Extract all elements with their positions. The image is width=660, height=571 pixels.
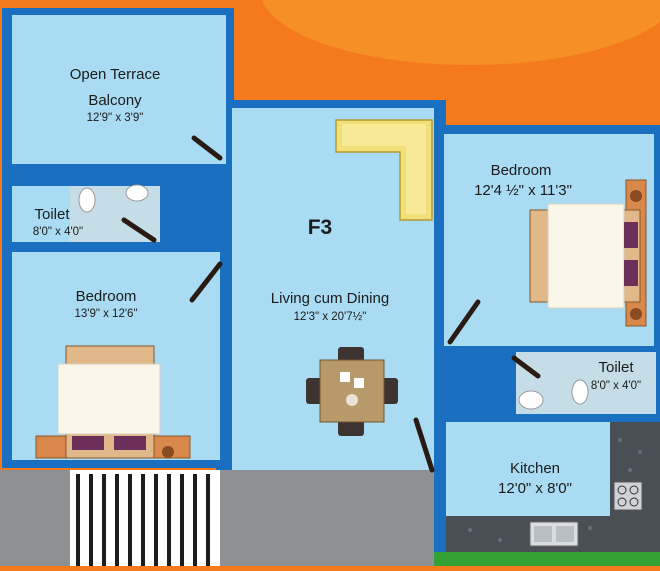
kitchen-sink-icon [529,521,579,547]
dining-table-icon [306,347,398,436]
bedroom-1-door [189,261,223,303]
toilet-2-label: Toilet [598,359,634,376]
kitchen-label: Kitchen [509,460,561,477]
staircase-icon [0,470,434,566]
living-dining-label: Living cum Dining [270,290,390,307]
kitchen-dims: 12'0" x 8'0" [498,480,572,497]
kitchen-door [413,417,435,473]
sofa-icon [335,119,433,221]
toilet-1-door [121,217,157,243]
washbasin-icon [125,184,544,410]
doors [121,135,541,473]
bedroom-2-label: Bedroom [490,162,552,179]
bed-icon [35,345,191,459]
toilet-1-dims: 8'0" x 4'0" [32,226,84,238]
bedroom-1-label: Bedroom [75,288,137,305]
sun-glow [261,0,660,65]
bedroom-2-dims: 12'4 ½" x 11'3" [474,182,572,199]
toilet-1-label: Toilet [34,206,70,223]
grass-strip [434,552,660,566]
balcony-label: Balcony [88,92,142,109]
unit-label: F3 [307,216,333,239]
bedroom-1-dims: 13'9" x 12'6" [74,308,138,320]
toilet-icon [78,187,589,405]
balcony-dims: 12'9" x 3'9" [86,112,144,124]
open-terrace-label: Open Terrace [69,66,161,83]
living-dining-dims: 12'3" x 20'7½" [293,311,367,323]
stove-icon [613,481,643,511]
bedroom-2-door [447,299,481,345]
open-terrace-floor [12,15,226,164]
toilet-2-dims: 8'0" x 4'0" [590,380,642,392]
balcony-door [191,135,223,161]
bed-icon [529,179,647,327]
toilet-2-door [511,355,541,379]
